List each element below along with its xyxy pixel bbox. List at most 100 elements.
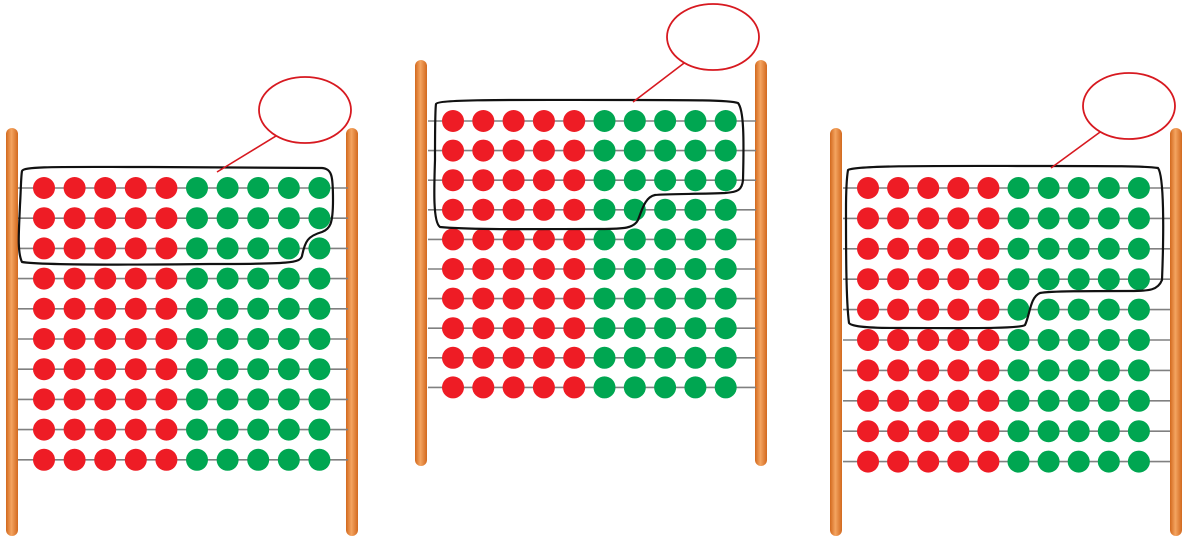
red-bead — [64, 207, 86, 229]
green-bead — [217, 268, 239, 290]
red-bead — [155, 268, 177, 290]
green-bead — [684, 347, 706, 369]
red-bead — [125, 237, 147, 259]
green-bead — [715, 347, 737, 369]
green-bead — [684, 169, 706, 191]
red-bead — [33, 419, 55, 441]
red-bead — [533, 228, 555, 250]
red-bead — [472, 288, 494, 310]
green-bead — [278, 207, 300, 229]
answer-callout-bubble[interactable] — [667, 4, 759, 70]
green-bead — [278, 298, 300, 320]
green-bead — [1008, 420, 1030, 442]
red-bead — [472, 347, 494, 369]
abacus-beads — [33, 177, 330, 471]
green-bead — [654, 376, 676, 398]
red-bead — [857, 268, 879, 290]
green-bead — [1098, 268, 1120, 290]
green-bead — [594, 376, 616, 398]
red-bead — [977, 207, 999, 229]
red-bead — [503, 376, 525, 398]
green-bead — [1098, 390, 1120, 412]
green-bead — [1038, 299, 1060, 321]
green-bead — [247, 449, 269, 471]
red-bead — [563, 140, 585, 162]
callout-pointer — [1051, 132, 1100, 168]
left-frame-post — [6, 128, 18, 536]
green-bead — [624, 347, 646, 369]
green-bead — [594, 140, 616, 162]
red-bead — [155, 298, 177, 320]
red-bead — [563, 317, 585, 339]
green-bead — [308, 237, 330, 259]
abacus-3 — [830, 73, 1182, 536]
green-bead — [186, 358, 208, 380]
green-bead — [1128, 207, 1150, 229]
red-bead — [442, 288, 464, 310]
left-frame-post — [830, 128, 842, 536]
red-bead — [857, 177, 879, 199]
red-bead — [887, 420, 909, 442]
red-bead — [503, 288, 525, 310]
green-bead — [684, 140, 706, 162]
green-bead — [1128, 359, 1150, 381]
green-bead — [278, 419, 300, 441]
red-bead — [33, 237, 55, 259]
red-bead — [563, 110, 585, 132]
red-bead — [563, 347, 585, 369]
green-bead — [1008, 329, 1030, 351]
green-bead — [1008, 451, 1030, 473]
red-bead — [442, 140, 464, 162]
red-bead — [977, 359, 999, 381]
left-frame-post — [415, 60, 427, 466]
green-bead — [684, 110, 706, 132]
red-bead — [857, 207, 879, 229]
red-bead — [977, 299, 999, 321]
red-bead — [563, 376, 585, 398]
red-bead — [64, 237, 86, 259]
green-bead — [684, 228, 706, 250]
green-bead — [217, 419, 239, 441]
red-bead — [917, 238, 939, 260]
red-bead — [947, 329, 969, 351]
green-bead — [594, 199, 616, 221]
green-bead — [624, 376, 646, 398]
red-bead — [94, 328, 116, 350]
red-bead — [442, 347, 464, 369]
red-bead — [155, 177, 177, 199]
green-bead — [308, 419, 330, 441]
red-bead — [64, 177, 86, 199]
red-bead — [887, 390, 909, 412]
green-bead — [1038, 420, 1060, 442]
red-bead — [94, 419, 116, 441]
red-bead — [155, 388, 177, 410]
red-bead — [94, 358, 116, 380]
red-bead — [442, 228, 464, 250]
answer-callout-bubble[interactable] — [1083, 73, 1175, 139]
green-bead — [1068, 268, 1090, 290]
abacus-rods — [428, 121, 756, 387]
red-bead — [125, 298, 147, 320]
green-bead — [624, 228, 646, 250]
green-bead — [1038, 359, 1060, 381]
green-bead — [715, 199, 737, 221]
green-bead — [1128, 268, 1150, 290]
red-bead — [563, 288, 585, 310]
green-bead — [247, 207, 269, 229]
green-bead — [624, 288, 646, 310]
red-bead — [857, 238, 879, 260]
green-bead — [654, 140, 676, 162]
green-bead — [308, 358, 330, 380]
red-bead — [857, 329, 879, 351]
red-bead — [947, 359, 969, 381]
red-bead — [917, 207, 939, 229]
red-bead — [563, 258, 585, 280]
red-bead — [94, 298, 116, 320]
green-bead — [278, 177, 300, 199]
answer-callout-bubble[interactable] — [259, 77, 351, 143]
green-bead — [1008, 268, 1030, 290]
right-frame-post — [755, 60, 767, 466]
green-bead — [1008, 299, 1030, 321]
red-bead — [947, 177, 969, 199]
